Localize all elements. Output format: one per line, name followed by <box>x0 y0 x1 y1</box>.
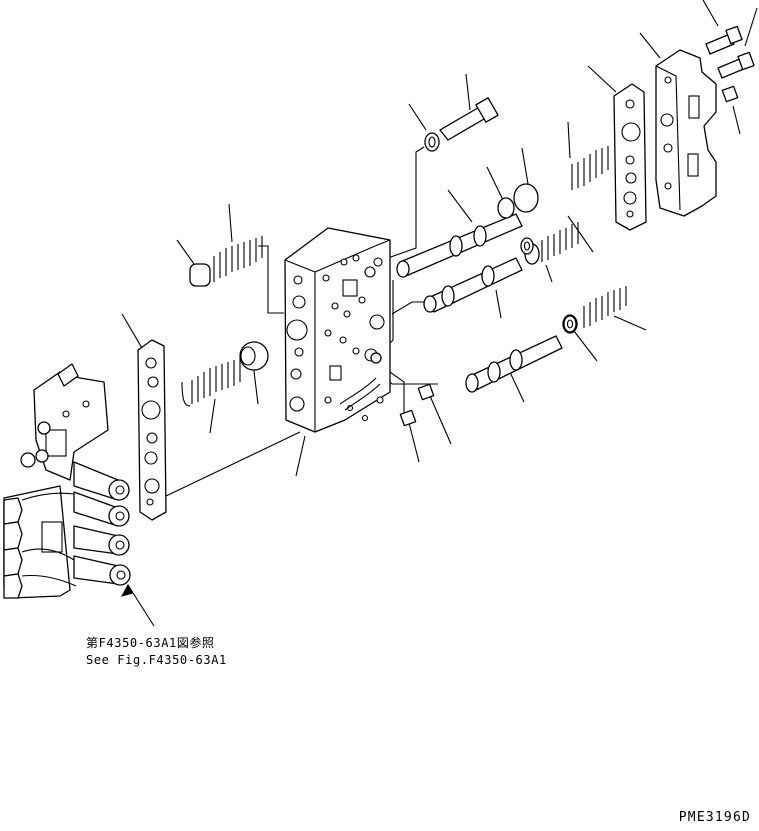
drawing-code: PME3196D <box>678 810 751 825</box>
upper-plug <box>424 97 499 152</box>
spool-upper <box>396 183 539 278</box>
right-washers <box>520 237 577 333</box>
figure-reference-english: See Fig.F4350-63A1 <box>86 653 227 667</box>
left-spring-large <box>181 341 269 407</box>
figure-reference-japanese: 第F4350-63A1図参照 <box>86 636 215 650</box>
end-cover <box>655 49 717 217</box>
spool-lower <box>465 314 578 393</box>
right-spring-lower <box>583 286 627 328</box>
left-separator-plate <box>137 339 167 521</box>
small-plugs <box>370 352 435 427</box>
right-spring-top <box>571 146 609 190</box>
leader-lines <box>120 0 758 627</box>
solenoid-valve-block <box>3 363 131 599</box>
right-separator-plate <box>613 83 647 231</box>
valve-body <box>284 227 391 433</box>
left-spring-small <box>189 236 263 287</box>
right-spring-middle <box>541 222 579 262</box>
bolts <box>705 25 755 103</box>
